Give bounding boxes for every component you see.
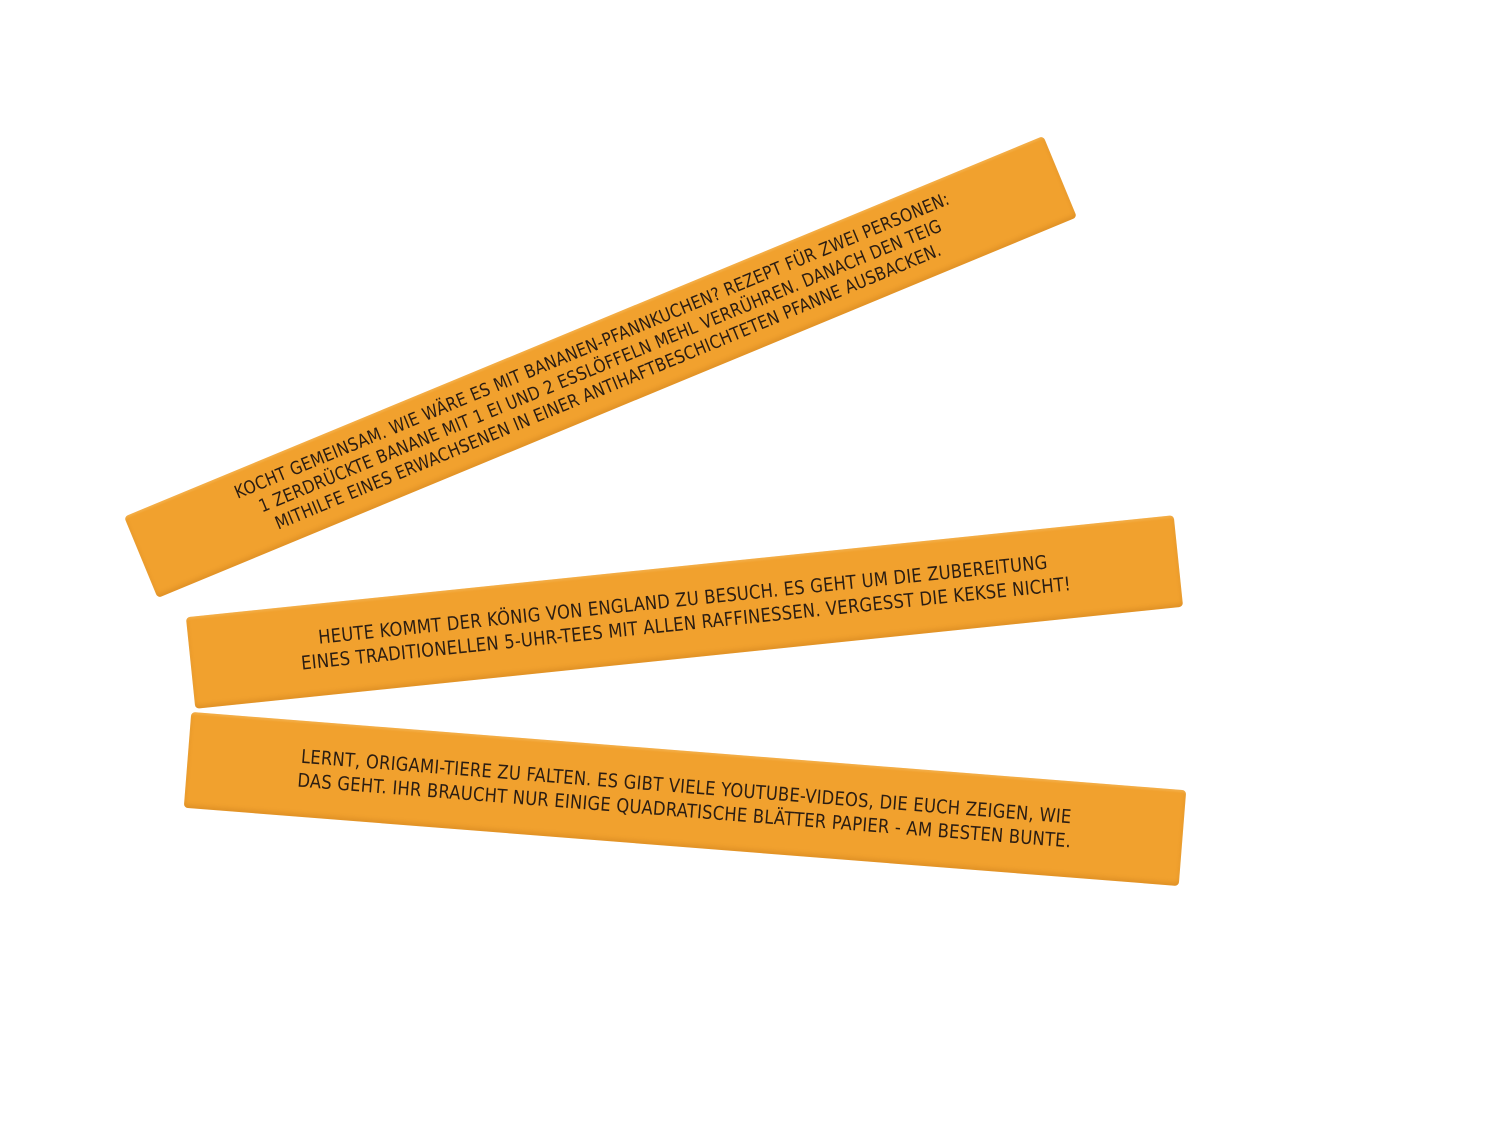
activity-stick-origami: LERNT, ORIGAMI-TIERE ZU FALTEN. ES GIBT … — [183, 711, 1187, 887]
stick-text-line: KOCHT GEMEINSAM. WIE WÄRE ES MIT BANANEN… — [231, 188, 953, 504]
stick-text-line: MITHILFE EINES ERWACHSENEN IN EINER ANTI… — [272, 239, 945, 535]
activity-stick-tea: HEUTE KOMMT DER KÖNIG VON ENGLAND ZU BES… — [185, 515, 1184, 709]
activity-stick-pancakes: KOCHT GEMEINSAM. WIE WÄRE ES MIT BANANEN… — [124, 135, 1077, 599]
stick-text-line: 1 ZERDRÜCKTE BANANE MIT 1 EI UND 2 ESSLÖ… — [255, 215, 945, 518]
